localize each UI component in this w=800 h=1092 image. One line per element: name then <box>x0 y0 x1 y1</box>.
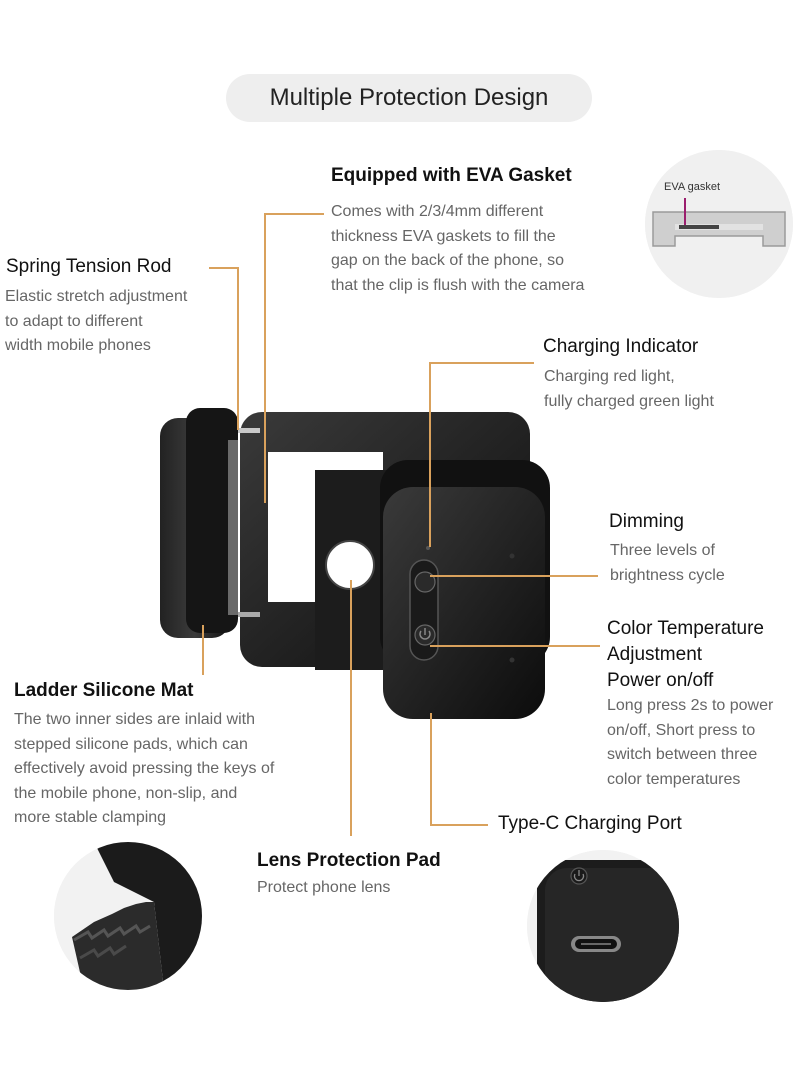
charging-leader-h <box>429 362 534 364</box>
ladder-line: more stable clamping <box>14 809 167 826</box>
eva-leader-h <box>264 213 324 215</box>
dimming-heading: Dimming <box>609 511 684 532</box>
eva-gasket-heading: Equipped with EVA Gasket <box>331 165 572 186</box>
spring-rod-description: Elastic stretch adjustment to adapt to d… <box>5 285 187 359</box>
charging-line: Charging red light, <box>544 368 675 385</box>
eva-line: that the clip is flush with the camera <box>331 276 585 294</box>
eva-line: gap on the back of the phone, so <box>331 252 565 269</box>
color-temp-line: on/off, Short press to <box>607 721 756 739</box>
charging-line: fully charged green light <box>544 392 714 410</box>
eva-line: thickness EVA gaskets to fill the <box>331 227 556 245</box>
ladder-line: the mobile phone, non-slip, and <box>14 784 238 802</box>
dimming-line: brightness cycle <box>610 566 725 584</box>
eva-gasket-inset-label: EVA gasket <box>664 181 721 193</box>
ladder-line: effectively avoid pressing the keys of <box>14 760 275 777</box>
charging-indicator-description: Charging red light, fully charged green … <box>544 365 714 414</box>
ladder-mat-description: The two inner sides are inlaid with step… <box>14 708 274 831</box>
color-temp-leader-h <box>430 645 600 647</box>
typec-leader-h <box>430 824 488 826</box>
eva-gasket-detail-image: EVA gasket <box>645 150 793 298</box>
ladder-line: stepped silicone pads, which can <box>14 735 248 753</box>
color-temp-heading-line: Power on/off <box>607 670 714 691</box>
type-c-heading: Type-C Charging Port <box>498 813 682 834</box>
ladder-line: The two inner sides are inlaid with <box>14 711 256 728</box>
charging-leader-v <box>429 362 431 547</box>
ladder-mat-heading: Ladder Silicone Mat <box>14 680 194 701</box>
eva-leader-v <box>264 213 266 503</box>
page-title: Multiple Protection Design <box>226 74 592 122</box>
ladder-leader-v <box>202 625 204 675</box>
type-c-port-detail-image <box>527 850 679 1002</box>
ladder-silicone-detail-image <box>54 842 202 990</box>
lens-leader-v <box>350 580 352 836</box>
dimming-leader-h <box>430 575 598 577</box>
spring-line: width mobile phones <box>5 337 151 354</box>
color-temp-heading-line: Color Temperature <box>607 618 765 639</box>
lens-line: Protect phone lens <box>257 879 391 896</box>
phone-clip-product-image <box>160 408 550 719</box>
spring-rod-heading: Spring Tension Rod <box>6 256 172 277</box>
lens-pad-description: Protect phone lens <box>257 876 390 901</box>
spring-leader-h <box>209 267 238 269</box>
dimming-line: Three levels of <box>610 542 715 559</box>
color-temp-line: Long press 2s to power <box>607 697 774 714</box>
color-temp-line: switch between three <box>607 746 758 763</box>
spring-line: to adapt to different <box>5 312 143 330</box>
color-temp-heading: Color Temperature Adjustment Power on/of… <box>607 616 764 694</box>
lens-pad-heading: Lens Protection Pad <box>257 850 441 871</box>
dimming-description: Three levels of brightness cycle <box>610 539 725 588</box>
spring-leader-v <box>237 267 239 430</box>
typec-leader-v <box>430 713 432 825</box>
spring-line: Elastic stretch adjustment <box>5 288 188 305</box>
color-temp-line: color temperatures <box>607 770 741 788</box>
color-temp-description: Long press 2s to power on/off, Short pre… <box>607 694 773 792</box>
eva-gasket-description: Comes with 2/3/4mm different thickness E… <box>331 200 584 298</box>
color-temp-heading-line: Adjustment <box>607 644 703 665</box>
charging-indicator-heading: Charging Indicator <box>543 336 699 357</box>
eva-line: Comes with 2/3/4mm different <box>331 203 544 220</box>
